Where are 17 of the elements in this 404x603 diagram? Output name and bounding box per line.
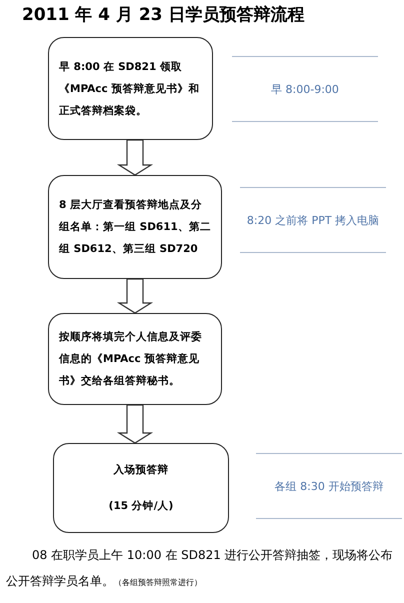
- time-note: 早 8:00-9:00: [271, 82, 339, 96]
- process-box: [53, 443, 229, 533]
- step-text: 按顺序将填完个人信息及评委信息的《MPAcc 预答辩意见书》交给各组答辩秘书。: [59, 330, 203, 389]
- note-paragraph: 08 在职学员上午 10:00 在 SD821 进行公开答辩抽签，现场将公布公开答辩学员名单。（各组预答辩照常进行）: [6, 547, 394, 590]
- step-text: 早 8:00 在 SD821 领取《MPAcc 预答辩意见书》和正式答辩档案袋。: [59, 60, 200, 118]
- block-arrow: [116, 404, 154, 444]
- process-box: [48, 37, 213, 140]
- block-arrow: [116, 278, 154, 314]
- step-text: 入场预答辩: [114, 462, 168, 478]
- block-arrow: [116, 139, 154, 176]
- process-box: [48, 313, 222, 405]
- time-note: 各组 8:30 开始预答辩: [274, 478, 384, 494]
- process-box: [48, 175, 222, 279]
- diagram-title: 2011 年 4 月 23 日学员预答辩流程: [22, 4, 304, 26]
- time-note: 8:20 之前将 PPT 拷入电脑: [246, 212, 380, 228]
- step-text: 8 层大厅查看预答辩地点及分组名单：第一组 SD611、第二组 SD612、第三组 SD720: [59, 198, 211, 257]
- step-text: (15 分钟/人): [108, 499, 174, 514]
